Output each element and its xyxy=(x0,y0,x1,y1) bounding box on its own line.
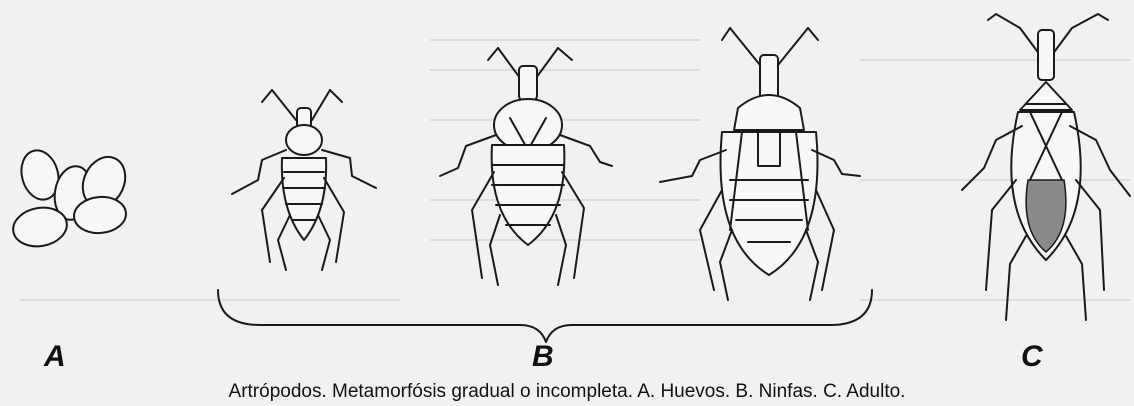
nymph-2-illustration xyxy=(440,48,612,285)
label-eggs: A xyxy=(44,342,66,372)
figure-caption: Artrópodos. Metamorfósis gradual o incom… xyxy=(0,380,1134,404)
label-adult: C xyxy=(1021,342,1043,372)
nymph-1-illustration xyxy=(232,90,376,270)
nymph-3-illustration xyxy=(660,28,860,300)
eggs-illustration xyxy=(10,146,133,250)
label-nymphs: B xyxy=(532,342,554,372)
nymphs-brace xyxy=(218,290,872,342)
background-texture xyxy=(20,40,1130,300)
